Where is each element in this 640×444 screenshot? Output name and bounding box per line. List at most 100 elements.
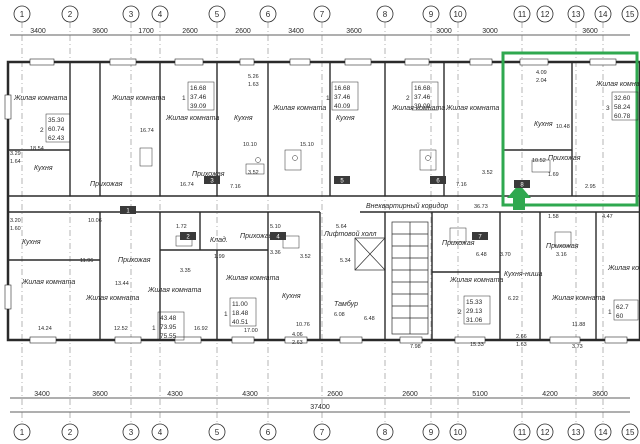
room-area: 3.52 — [248, 170, 259, 176]
bottom-dim: 3600 — [92, 391, 108, 398]
bottom-dim: 4200 — [542, 391, 558, 398]
axis-bubble — [621, 423, 639, 441]
room-area: 3.73 — [572, 344, 583, 350]
room-area: 5.10 — [270, 224, 281, 230]
room-area: 16.92 — [194, 326, 208, 332]
axis-bubble — [61, 5, 79, 23]
axis-bubble — [13, 423, 31, 441]
room-area: 14.24 — [38, 326, 52, 332]
room-label: Жилая комната — [449, 277, 503, 284]
room-area: 1.60 — [10, 226, 21, 232]
room-area: 3.20 — [10, 218, 21, 224]
apt-area: 39.09 — [414, 103, 431, 110]
bottom-dim: 3600 — [592, 391, 608, 398]
room-area: 7.16 — [230, 184, 241, 190]
axis-bubble — [513, 423, 531, 441]
room-label: Кухня — [336, 115, 355, 122]
axis-bubble — [422, 423, 440, 441]
apt-area: 32.60 — [614, 95, 631, 102]
room-area: 10.76 — [296, 322, 310, 328]
room-label: Жилая комната — [272, 105, 326, 112]
axis-label: 1 — [20, 10, 25, 19]
top-dim: 3000 — [482, 28, 498, 35]
apartment-tag: 6 — [436, 179, 440, 185]
apt-count: 1 — [182, 95, 186, 102]
room-area: 2.63 — [292, 340, 303, 346]
apartment-tag: 8 — [520, 183, 524, 189]
axis-label: 9 — [429, 10, 434, 19]
room-area: 5.34 — [340, 258, 351, 264]
axis-bubble — [259, 5, 277, 23]
room-area: 10.48 — [556, 124, 570, 130]
axis-label: 3 — [129, 428, 134, 437]
apt-area: 43.48 — [160, 315, 177, 322]
axis-label: 4 — [158, 10, 163, 19]
apt-area: 60 — [616, 313, 624, 320]
room-area: 6.48 — [476, 252, 487, 258]
room-label: Прихожая — [118, 257, 151, 264]
room-label: Кухня — [534, 121, 553, 128]
room-label: Прихожая — [442, 240, 475, 247]
apt-area: 37.46 — [334, 94, 351, 101]
apt-area: 60.74 — [48, 126, 65, 133]
apt-area: 29.13 — [466, 308, 483, 315]
axis-label: 12 — [541, 428, 550, 437]
room-area: 4.09 — [536, 70, 547, 76]
room-label: Жилая комната — [225, 275, 279, 282]
room-label: Прихожая — [90, 181, 123, 188]
room-label: Кухня — [234, 115, 253, 122]
room-area: 6.48 — [364, 316, 375, 322]
room-area: 7.16 — [456, 182, 467, 188]
axis-label: 12 — [541, 10, 550, 19]
top-dim: 2600 — [235, 28, 251, 35]
apartment-tag: 7 — [478, 235, 482, 241]
top-dim: 3600 — [92, 28, 108, 35]
bottom-dim: 4300 — [167, 391, 183, 398]
room-area: 2.04 — [536, 78, 547, 84]
axis-bubble — [594, 5, 612, 23]
entrance-arrow — [513, 196, 525, 210]
axis-label: 6 — [266, 10, 271, 19]
apt-area: 39.09 — [190, 103, 207, 110]
room-area: 11.88 — [572, 322, 585, 328]
area-blocks: 2 35.30 60.74 62.43 1 16.68 37.46 39.09 … — [40, 81, 639, 341]
room-area: 1.58 — [548, 214, 559, 220]
axis-label: 13 — [572, 10, 581, 19]
apt-area: 31.06 — [466, 317, 483, 324]
axis-bubble — [151, 5, 169, 23]
axis-bubble — [536, 5, 554, 23]
apt-area: 40.51 — [232, 319, 249, 326]
axis-label: 9 — [429, 428, 434, 437]
axis-label: 5 — [215, 428, 220, 437]
axis-bubble — [313, 5, 331, 23]
room-label: Жилая комната — [165, 115, 219, 122]
room-area: 15.33 — [470, 342, 484, 348]
room-area: 6.08 — [334, 312, 345, 318]
axis-label: 14 — [599, 428, 608, 437]
storage-label: Клад. — [210, 236, 228, 244]
axis-label: 4 — [158, 428, 163, 437]
axis-label: 13 — [572, 428, 581, 437]
top-dim: 2600 — [182, 28, 198, 35]
axis-label: 15 — [626, 428, 635, 437]
axis-bubble — [594, 423, 612, 441]
room-label: Прихожая — [548, 155, 581, 162]
apt-area: 73.95 — [160, 324, 177, 331]
room-area: 16.74 — [140, 128, 154, 134]
room-label: Кухня-ниша — [504, 271, 543, 278]
room-labels: Жилая комната Жилая комната Кухня Прихож… — [13, 81, 640, 308]
dimension-texts: 3400 3600 1700 2600 2600 3400 3600 3000 … — [30, 28, 608, 411]
room-area: 1.72 — [176, 224, 187, 230]
apartment-tags: 1 2 3 4 5 6 7 8 — [120, 176, 530, 241]
room-area: 10.10 — [243, 142, 257, 148]
room-label: Жилая комната — [445, 105, 499, 112]
axis-bubble — [151, 423, 169, 441]
axis-bubble — [376, 5, 394, 23]
room-label: Кухня — [282, 293, 301, 300]
room-area: 5.26 — [248, 74, 259, 80]
room-label: Жилая комната — [85, 295, 139, 302]
room-area: 3.52 — [300, 254, 311, 260]
top-dim: 3400 — [30, 28, 46, 35]
apt-count: 1 — [608, 309, 612, 316]
